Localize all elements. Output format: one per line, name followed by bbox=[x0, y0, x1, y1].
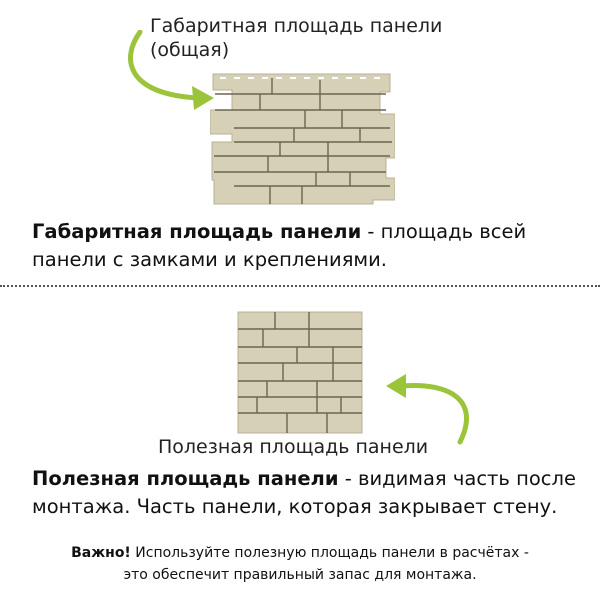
curved-arrow-icon bbox=[386, 374, 469, 445]
curved-arrow-icon bbox=[128, 30, 214, 110]
overall-area-caption: Габаритная площадь панели (общая) bbox=[150, 15, 443, 61]
important-note: Важно! Используйте полезную площадь пане… bbox=[71, 545, 529, 583]
useful-area-caption: Полезная площадь панели bbox=[158, 436, 429, 458]
useful-area-description: Полезная площадь панели - видимая часть … bbox=[32, 467, 576, 518]
section-divider bbox=[0, 285, 600, 287]
overall-area-description: Габаритная площадь панели - площадь всей… bbox=[32, 220, 527, 271]
full-panel-image bbox=[210, 73, 395, 205]
useful-panel-image bbox=[237, 311, 363, 434]
